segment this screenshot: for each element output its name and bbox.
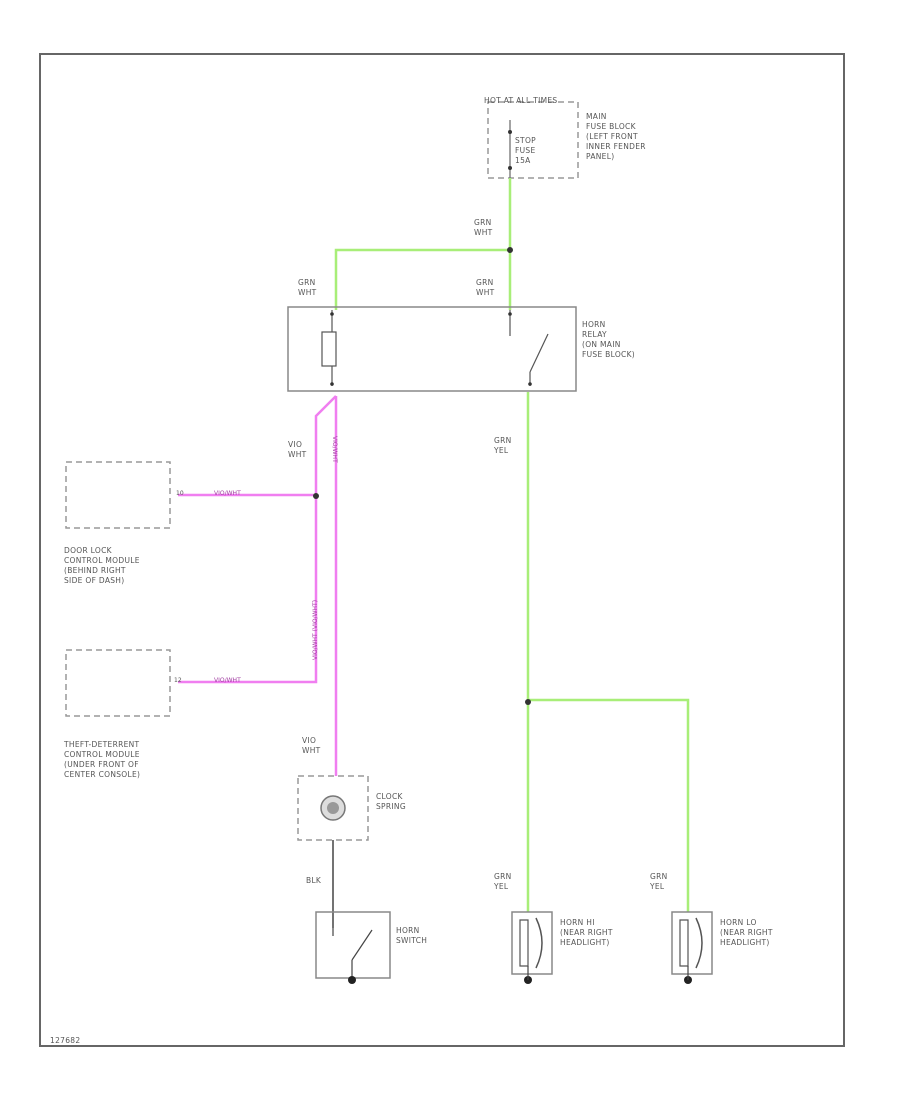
- pin-door: 10: [176, 490, 184, 497]
- wire-label-vio-wht-lower: VIO WHT: [302, 736, 321, 755]
- horn-switch-label: HORN SWITCH: [396, 926, 428, 945]
- theft-module-box: [65, 649, 171, 717]
- horn-lo-label: HORN LO (NEAR RIGHT HEADLIGHT): [720, 918, 773, 947]
- pin-theft: 12: [174, 677, 182, 684]
- pink-label-vertical-left: VIO/WHT (VIO/WHT): [312, 599, 319, 660]
- relay-switch-arm: [529, 333, 549, 373]
- wire-label-grn-wht-top: GRN WHT: [474, 218, 493, 237]
- pink-label-vertical-right: VIO/WHT: [331, 436, 338, 463]
- wire-label-grn-yel-horn-lo: GRN YEL: [650, 872, 668, 891]
- theft-module-label: THEFT-DETERRENT CONTROL MODULE (UNDER FR…: [64, 740, 141, 779]
- relay-coil: [321, 331, 337, 367]
- green-wires-horns: [526, 392, 690, 912]
- wire-label-grn-wht-left: GRN WHT: [298, 278, 317, 297]
- splice-horns: [525, 699, 531, 705]
- horn-relay-label: HORN RELAY (ON MAIN FUSE BLOCK): [582, 320, 636, 359]
- pink-label-door: VIO/WHT: [214, 490, 241, 497]
- door-lock-module-label: DOOR LOCK CONTROL MODULE (BEHIND RIGHT S…: [64, 546, 140, 585]
- wire-label-grn-yel-horn-hi: GRN YEL: [494, 872, 512, 891]
- green-wires-power: [334, 178, 512, 310]
- clock-spring-box: [297, 775, 369, 841]
- horn-hi-icon: [511, 911, 553, 984]
- horn-relay-box: [287, 306, 577, 392]
- diagram-frame: [39, 53, 845, 1047]
- wire-label-grn-yel-main: GRN YEL: [494, 436, 512, 455]
- horn-switch-box: [315, 911, 391, 979]
- figure-id: 127682: [50, 1036, 81, 1045]
- fuse-terminal-top: [508, 130, 512, 134]
- wire-label-blk: BLK: [306, 876, 322, 885]
- pink-wires: [178, 395, 338, 760]
- splice-pink: [313, 493, 319, 499]
- stop-fuse-label: STOP FUSE 15A: [515, 136, 536, 165]
- wire-label-vio-wht-upper: VIO WHT: [288, 440, 307, 459]
- ground-switch: [348, 976, 356, 984]
- pink-label-theft: VIO/WHT: [214, 677, 241, 684]
- wire-label-grn-wht-right: GRN WHT: [476, 278, 495, 297]
- horn-hi-label: HORN HI (NEAR RIGHT HEADLIGHT): [560, 918, 613, 947]
- fuse-block-box: [487, 101, 579, 179]
- fuse-terminal-bottom: [508, 166, 512, 170]
- horn-switch-arm: [351, 929, 373, 961]
- clock-spring-label: CLOCK SPRING: [376, 792, 406, 811]
- horn-lo-icon: [671, 911, 713, 984]
- hot-at-all-times-label: HOT AT ALL TIMES: [484, 96, 558, 105]
- splice-top: [507, 247, 513, 253]
- main-fuse-block-label: MAIN FUSE BLOCK (LEFT FRONT INNER FENDER…: [586, 112, 646, 161]
- door-lock-module-box: [65, 461, 171, 529]
